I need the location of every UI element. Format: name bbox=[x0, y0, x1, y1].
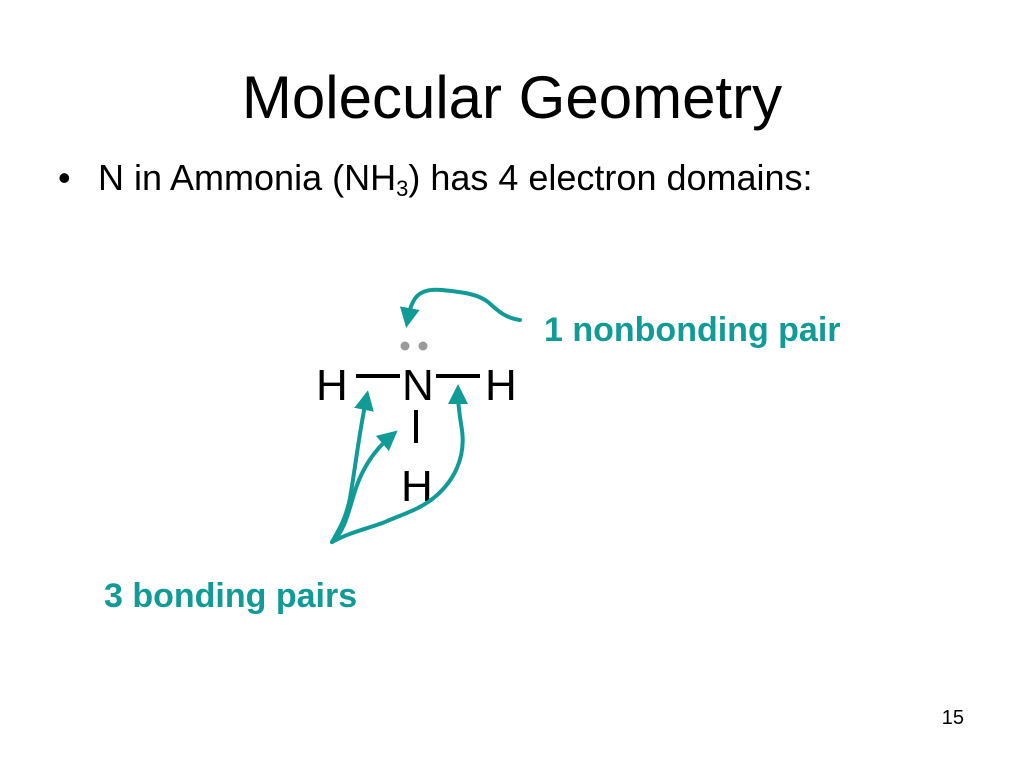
bonding-arrow-right bbox=[330, 384, 469, 544]
bonding-arrow-left bbox=[330, 390, 374, 544]
atom-h-right: H bbox=[485, 361, 517, 410]
slide-title: Molecular Geometry bbox=[241, 64, 783, 131]
page-number: 15 bbox=[941, 707, 964, 729]
bonding-pairs-label: 3 bonding pairs bbox=[104, 577, 358, 615]
atom-n-central: N bbox=[402, 361, 434, 410]
nonbonding-arrow bbox=[399, 287, 522, 328]
atom-h-left: H bbox=[316, 361, 348, 410]
bullet-text-after: ) has 4 electron domains: bbox=[408, 157, 813, 198]
bullet-marker: • bbox=[58, 157, 71, 198]
bullet-text-before: N in Ammonia (NH bbox=[98, 157, 397, 198]
nonbonding-pair-label: 1 nonbonding pair bbox=[544, 311, 841, 349]
bonding-arrow-middle bbox=[330, 430, 398, 544]
bullet-item: • N in Ammonia (NH3) has 4 electron domai… bbox=[58, 156, 813, 200]
lone-pair-dot-right bbox=[418, 341, 428, 351]
lone-pair-dot-left bbox=[400, 341, 410, 351]
bullet-subscript: 3 bbox=[396, 176, 409, 201]
